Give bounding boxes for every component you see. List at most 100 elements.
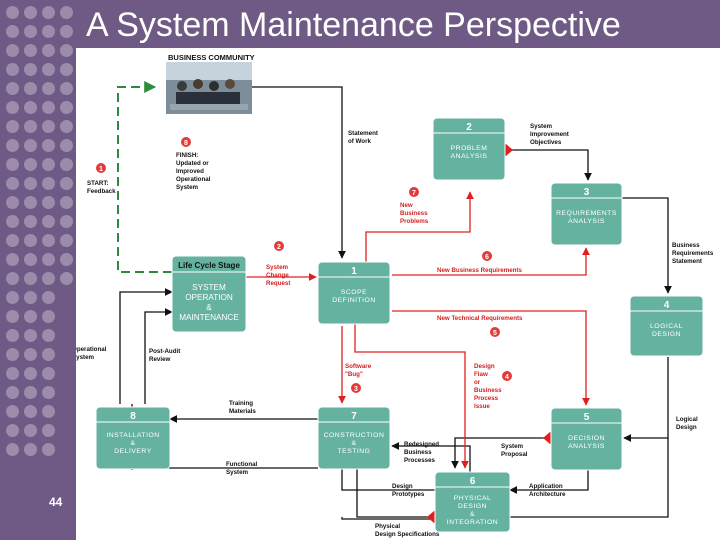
decorative-dot	[60, 44, 73, 57]
decorative-dot	[42, 101, 55, 114]
decorative-dot	[24, 234, 37, 247]
decorative-dot	[60, 6, 73, 19]
marker-circle	[502, 371, 512, 381]
decorative-dot	[24, 120, 37, 133]
phase-label: DECISION	[568, 435, 605, 442]
marker-text: Business	[400, 210, 428, 217]
decorative-dot	[6, 367, 19, 380]
marker-circle	[409, 187, 419, 197]
flow-label-text: Statement	[348, 130, 378, 137]
flow-label-text: Functional	[226, 461, 258, 468]
phase-label: &	[130, 440, 135, 447]
phase-label: DEFINITION	[332, 297, 376, 304]
marker-circle	[490, 327, 500, 337]
decorative-dot	[24, 215, 37, 228]
decorative-dot	[42, 443, 55, 456]
marker-text: or	[474, 379, 481, 386]
decorative-dot	[6, 386, 19, 399]
decorative-dot	[24, 348, 37, 361]
decorative-dot	[60, 272, 73, 285]
decorative-dot	[6, 6, 19, 19]
arrow-system-proposal	[451, 437, 551, 469]
marker-text: Request	[266, 280, 290, 287]
phase-label: INSTALLATION	[106, 432, 159, 439]
marker-number: 2	[277, 244, 281, 251]
phase-boxes: 2PROBLEMANALYSIS3REQUIREMENTSANALYSIS4LO…	[95, 117, 704, 533]
decorative-dot	[42, 82, 55, 95]
marker-text: FINISH:	[176, 152, 198, 159]
decorative-dot	[6, 101, 19, 114]
life-cycle-stage-header: Life Cycle Stage	[178, 261, 240, 270]
marker-text: Problems	[400, 218, 429, 225]
marker-text: New	[400, 202, 413, 209]
decorative-dot	[42, 177, 55, 190]
decorative-dot	[24, 82, 37, 95]
arrow-loop-bottom	[510, 438, 669, 518]
phase-label: CONSTRUCTION	[324, 432, 385, 439]
flow-label-text: Architecture	[529, 491, 566, 498]
arrow-statement-of-work	[252, 86, 346, 259]
system-operation-label: OPERATION	[185, 293, 233, 302]
phase-label: DESIGN	[458, 503, 487, 510]
flow-label-text: of Work	[348, 138, 371, 145]
phase-label: ANALYSIS	[451, 153, 488, 160]
decorative-dot	[6, 158, 19, 171]
arrow-redesigned-processes	[391, 442, 471, 476]
marker-text: Issue	[474, 403, 490, 410]
marker-number: 3	[354, 386, 358, 393]
phase-label: REQUIREMENTS	[556, 210, 617, 217]
phase-label: &	[351, 440, 356, 447]
marker-number: 8	[184, 140, 188, 147]
marker-number: 7	[412, 190, 416, 197]
decorative-dot	[42, 348, 55, 361]
decorative-dot	[6, 329, 19, 342]
phase-label: LOGICAL	[650, 323, 683, 330]
decorative-dot	[6, 120, 19, 133]
marker-text: Business	[474, 387, 502, 394]
system-operation-label: &	[206, 303, 212, 312]
flow-label-text: Objectives	[530, 139, 562, 146]
decorative-dot	[24, 367, 37, 380]
decorative-dot	[42, 386, 55, 399]
decorative-dot	[42, 367, 55, 380]
arrow-physical-specs	[353, 447, 435, 518]
marker-text: System	[176, 184, 199, 191]
phase-number: 1	[351, 266, 357, 277]
decorative-dot	[60, 158, 73, 171]
flow-label-text: System	[226, 469, 249, 476]
marker-circle	[351, 383, 361, 393]
decorative-dot	[42, 405, 55, 418]
flow-label-text: Business	[672, 242, 700, 249]
left-decorative-panel	[0, 0, 76, 540]
arrow-objectives	[505, 149, 592, 181]
arrow-post-audit-review	[144, 308, 173, 404]
phase-label: DESIGN	[652, 331, 681, 338]
phase-number: 6	[470, 476, 476, 487]
arrow-logical-design	[623, 357, 669, 442]
marker-text: New Business Requirements	[437, 267, 522, 274]
marker-text: Design	[474, 363, 495, 370]
arrow-operational-system	[119, 288, 173, 404]
decorative-dot	[6, 405, 19, 418]
phase-number: 5	[584, 412, 590, 423]
system-operation-label: SYSTEM	[192, 283, 226, 292]
flow-label-text: Logical	[676, 416, 698, 423]
decorative-dot	[42, 25, 55, 38]
decorative-dot	[24, 272, 37, 285]
flow-label-text: Business	[404, 449, 432, 456]
marker-text: Flaw	[474, 371, 488, 378]
